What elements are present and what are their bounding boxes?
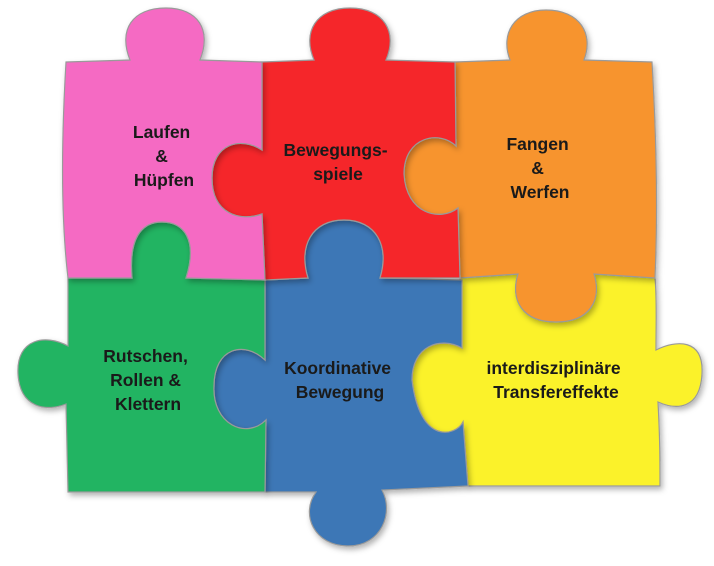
label-line: & (531, 158, 544, 178)
piece-bewegungsspiele: Bewegungs- spiele (211, 7, 461, 281)
label-line: Fangen (506, 134, 568, 154)
label-koordinative-bewegung: Koordinative Bewegung (284, 358, 396, 402)
label-line: Rutschen, (103, 346, 188, 366)
label-interdisziplinaere-transfereffekte: interdisziplinäre Transfereffekte (486, 358, 625, 402)
label-fangen-werfen: Fangen & Werfen (506, 134, 573, 202)
label-line: Laufen (133, 122, 190, 142)
label-line: interdisziplinäre (486, 358, 620, 378)
label-line: Bewegung (296, 382, 384, 402)
piece-laufen-huepfen: Laufen & Hüpfen (61, 7, 266, 281)
label-rutschen-rollen-klettern: Rutschen, Rollen & Klettern (103, 346, 192, 414)
piece-interdisziplinaere-transfereffekte: interdisziplinäre Transfereffekte (411, 273, 703, 487)
label-line: Transfereffekte (493, 382, 619, 402)
label-line: Bewegungs- (284, 140, 388, 160)
piece-koordinative-bewegung: Koordinative Bewegung (213, 219, 469, 547)
label-line: Hüpfen (134, 170, 194, 190)
label-line: Rollen & (110, 370, 181, 390)
label-line: Koordinative (284, 358, 391, 378)
label-line: Werfen (511, 182, 570, 202)
piece-fangen-werfen: Fangen & Werfen (403, 9, 658, 323)
piece-shape-pink (61, 7, 266, 281)
label-laufen-huepfen: Laufen & Hüpfen (133, 122, 195, 190)
label-line: spiele (313, 164, 363, 184)
label-bewegungsspiele: Bewegungs- spiele (284, 140, 393, 184)
label-line: Klettern (115, 394, 181, 414)
label-line: & (155, 146, 168, 166)
